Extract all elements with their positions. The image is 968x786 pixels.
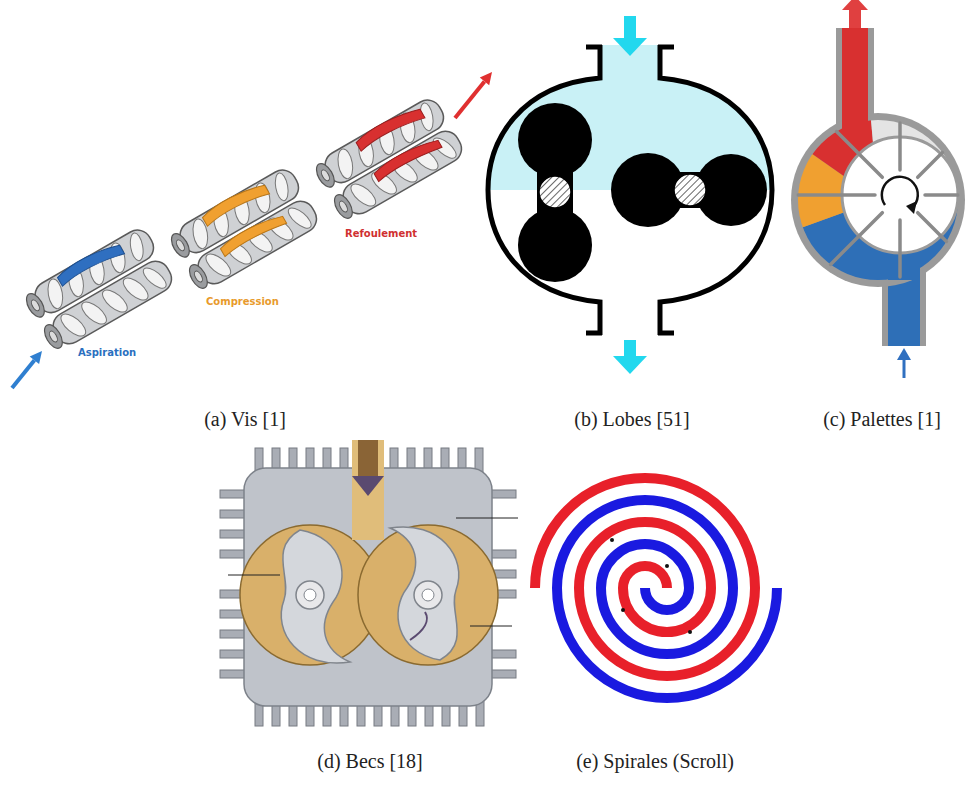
subfigure-caption: (a) Vis [1] — [204, 408, 286, 431]
stage-label: Refoulement — [345, 228, 417, 240]
stage-label: Aspiration — [78, 347, 136, 359]
stage-label: Compression — [206, 296, 279, 308]
subfigure-caption: (e) Spirales (Scroll) — [576, 750, 734, 773]
subfigure-caption: (d) Becs [18] — [317, 750, 423, 773]
subfigure-caption: (c) Palettes [1] — [823, 408, 941, 431]
subfigure-caption: (b) Lobes [51] — [574, 408, 690, 431]
